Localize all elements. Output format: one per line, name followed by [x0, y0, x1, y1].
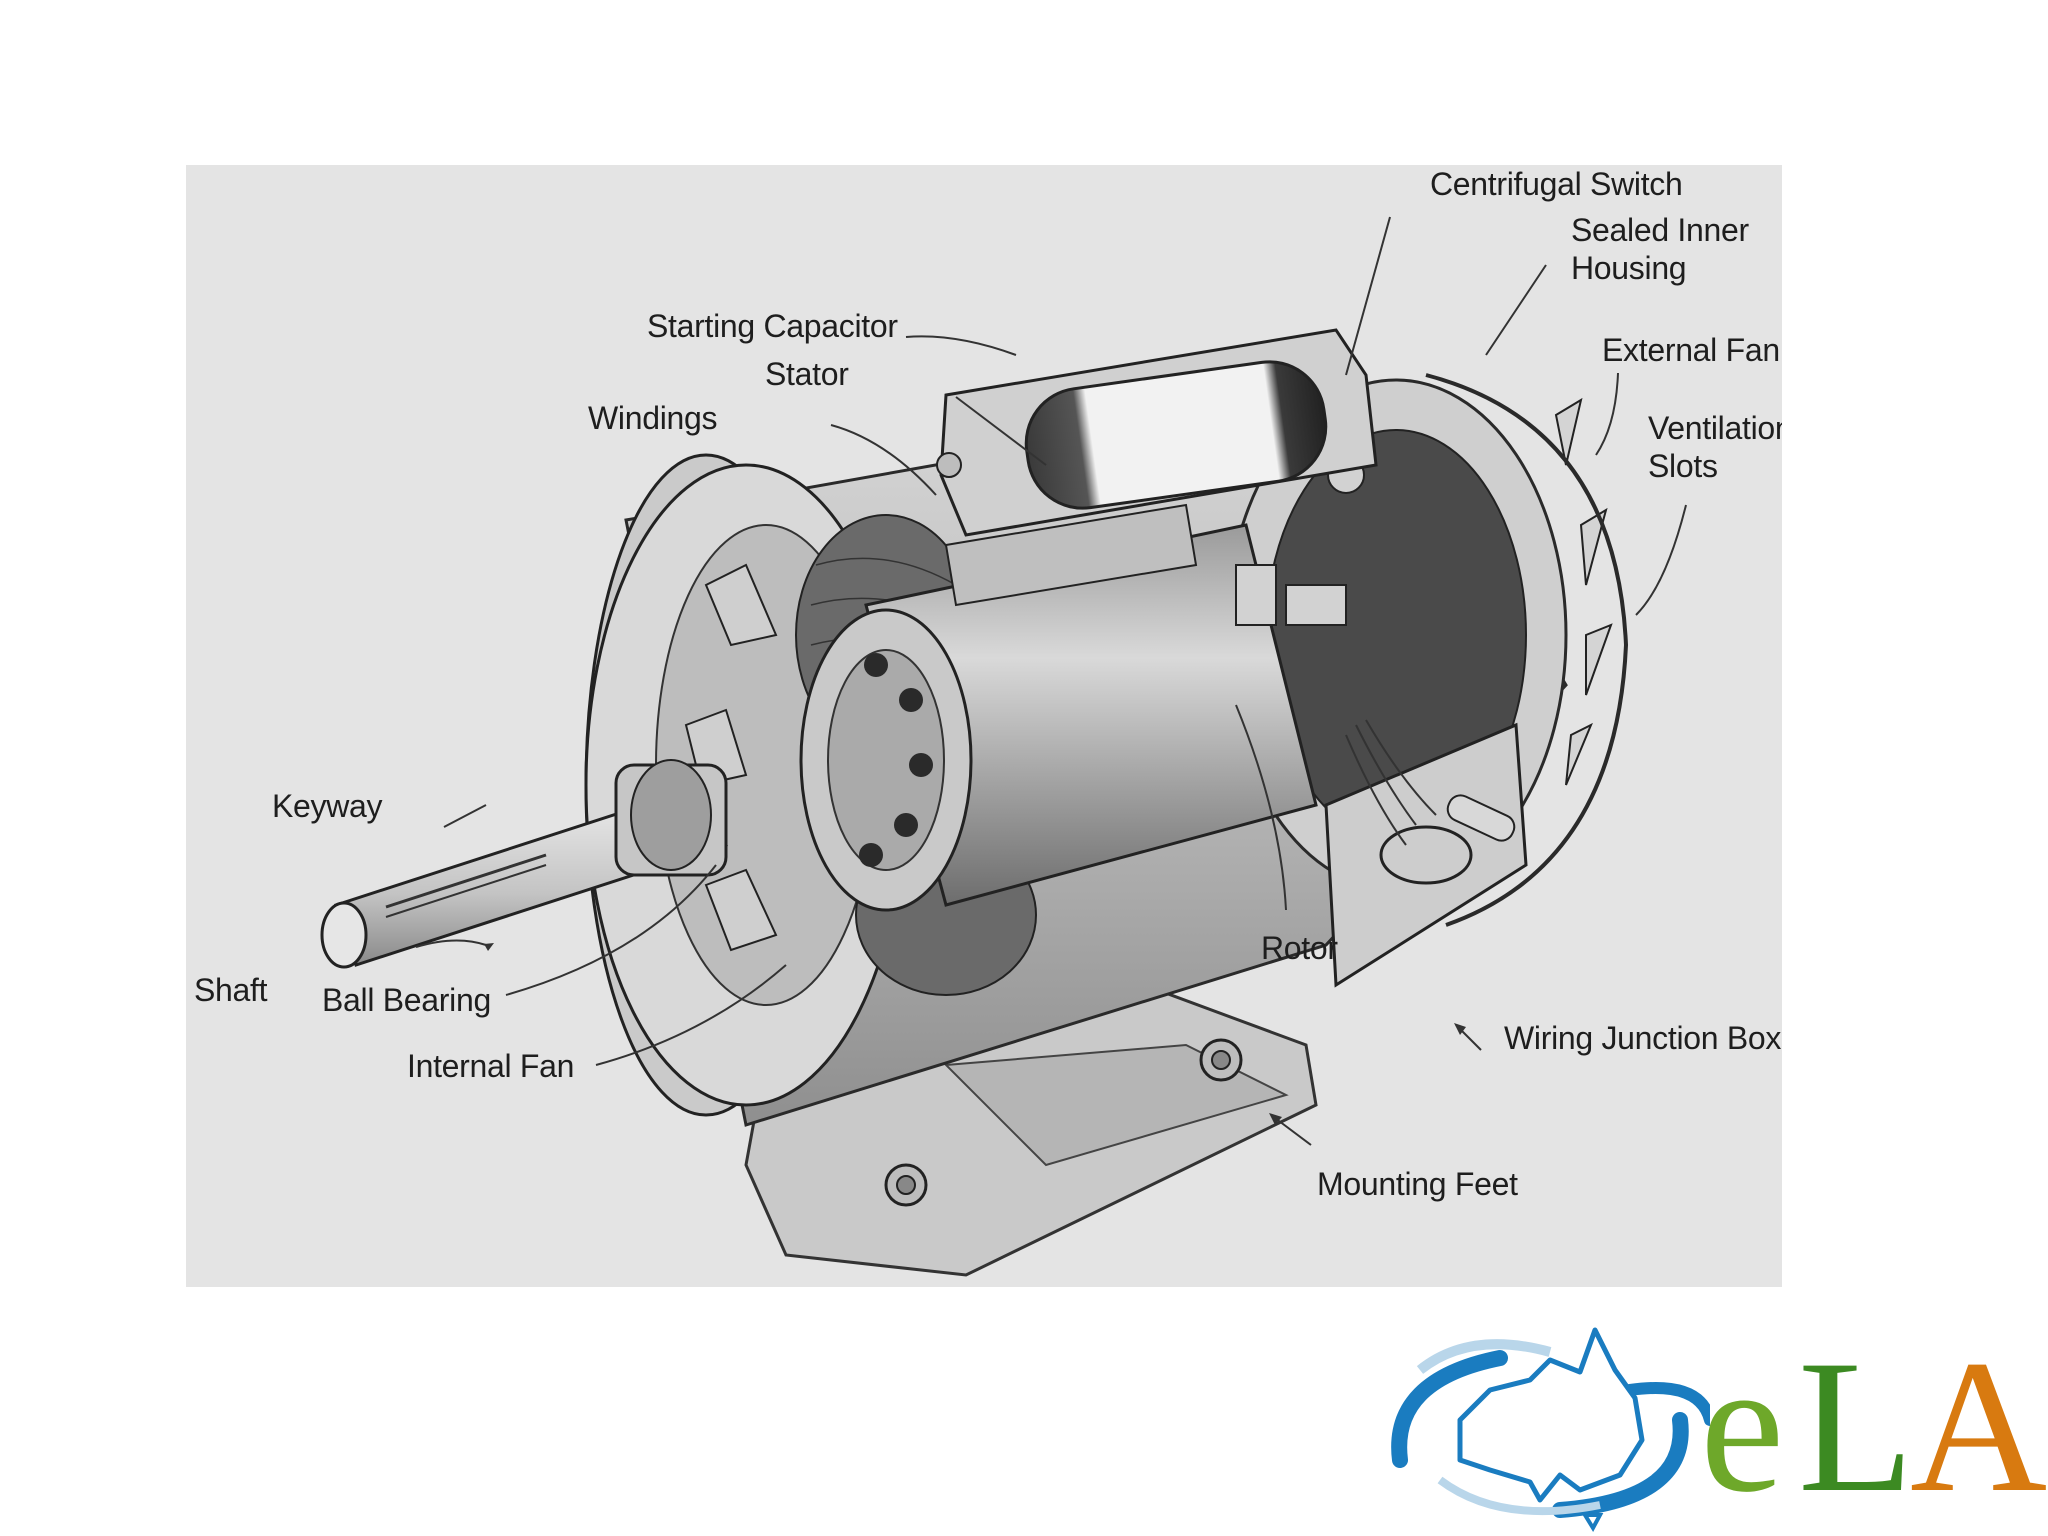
label-ventilation-slots: Ventilation Slots [1648, 409, 1782, 485]
motor-illustration [320, 328, 1629, 1277]
logo-letter-e: e [1700, 1322, 1785, 1532]
label-ventilation-slots-line2: Slots [1648, 448, 1718, 484]
label-shaft: Shaft [194, 972, 268, 1008]
label-external-fan: External Fan [1602, 332, 1780, 368]
logo-letter-a: A [1910, 1322, 2048, 1532]
label-stator: Stator [765, 356, 849, 392]
label-rotor: Rotor [1261, 930, 1338, 966]
label-sealed-inner-housing-line2: Housing [1571, 250, 1687, 286]
ela-logo: e L A [1380, 1310, 2048, 1536]
label-wiring-junction-box: Wiring Junction Box [1504, 1020, 1782, 1056]
label-sealed-inner-housing-line1: Sealed Inner [1571, 212, 1749, 248]
logo-letter-l: L [1798, 1322, 1915, 1532]
label-ventilation-slots-line1: Ventilation [1648, 410, 1782, 446]
label-centrifugal-switch: Centrifugal Switch [1430, 166, 1683, 202]
label-ball-bearing: Ball Bearing [322, 982, 491, 1018]
australia-map-icon [1391, 1327, 1710, 1533]
label-windings: Windings [588, 400, 718, 436]
label-mounting-feet: Mounting Feet [1317, 1166, 1518, 1202]
label-keyway: Keyway [272, 788, 383, 824]
label-sealed-inner-housing: Sealed Inner Housing [1571, 211, 1749, 287]
label-starting-capacitor: Starting Capacitor [647, 308, 898, 344]
label-internal-fan: Internal Fan [407, 1048, 575, 1084]
motor-cutaway-figure: Centrifugal Switch Sealed Inner Housing … [186, 165, 1782, 1287]
